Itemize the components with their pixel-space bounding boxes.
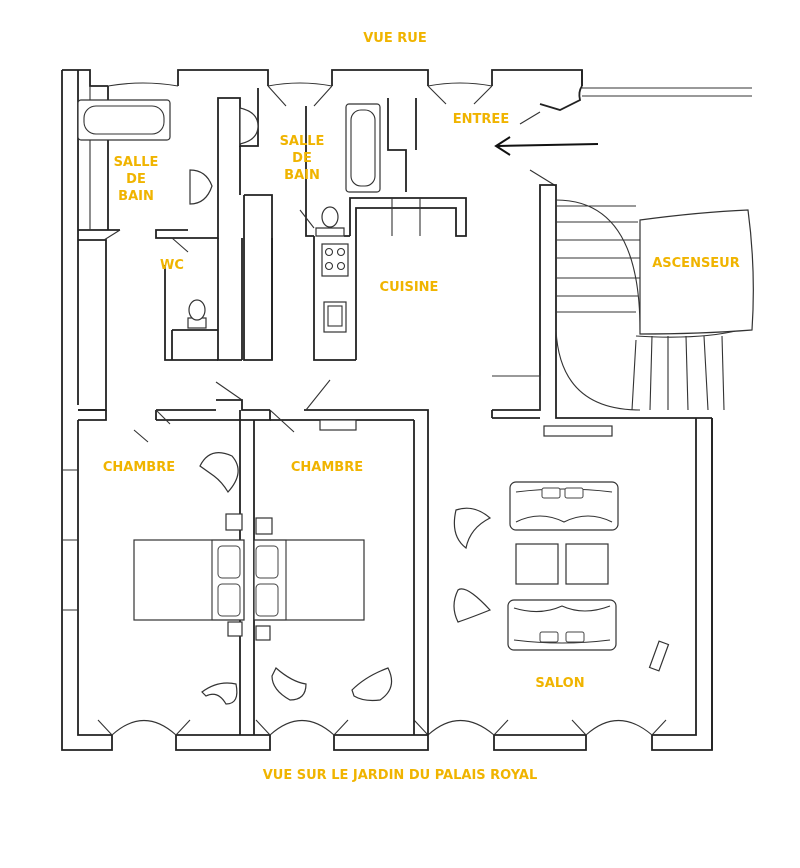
bathtub-icon <box>345 103 381 193</box>
sofa-icon <box>507 599 617 651</box>
entree-label: ENTREE <box>452 112 510 127</box>
table-icon <box>515 543 670 672</box>
bed-icon <box>253 517 365 641</box>
bathtub-icon <box>77 99 171 141</box>
sofa-icon <box>509 481 619 531</box>
wc-label: WC <box>160 258 184 273</box>
salle-de-bain-2-label: SALLE DE BAIN <box>279 134 325 183</box>
entrance-arrow-icon <box>494 136 599 156</box>
vue-rue-label: VUE RUE <box>363 31 427 46</box>
sink-icon <box>189 107 345 237</box>
salle-de-bain-1-label: SALLE DE BAIN <box>113 155 159 204</box>
ascenseur-label: ASCENSEUR <box>652 256 740 271</box>
stove-icon <box>321 243 349 333</box>
cuisine-label: CUISINE <box>379 280 439 295</box>
vue-jardin-label: VUE SUR LE JARDIN DU PALAIS ROYAL <box>262 768 538 783</box>
radiator <box>319 419 613 437</box>
salon-label: SALON <box>535 676 585 691</box>
interior-walls <box>78 86 696 735</box>
chambre-2-label: CHAMBRE <box>290 460 364 475</box>
elevator <box>639 209 754 335</box>
chambre-1-label: CHAMBRE <box>102 460 176 475</box>
armchair-icon <box>199 452 492 705</box>
bed-icon <box>133 513 245 637</box>
toilet-icon <box>187 299 207 329</box>
